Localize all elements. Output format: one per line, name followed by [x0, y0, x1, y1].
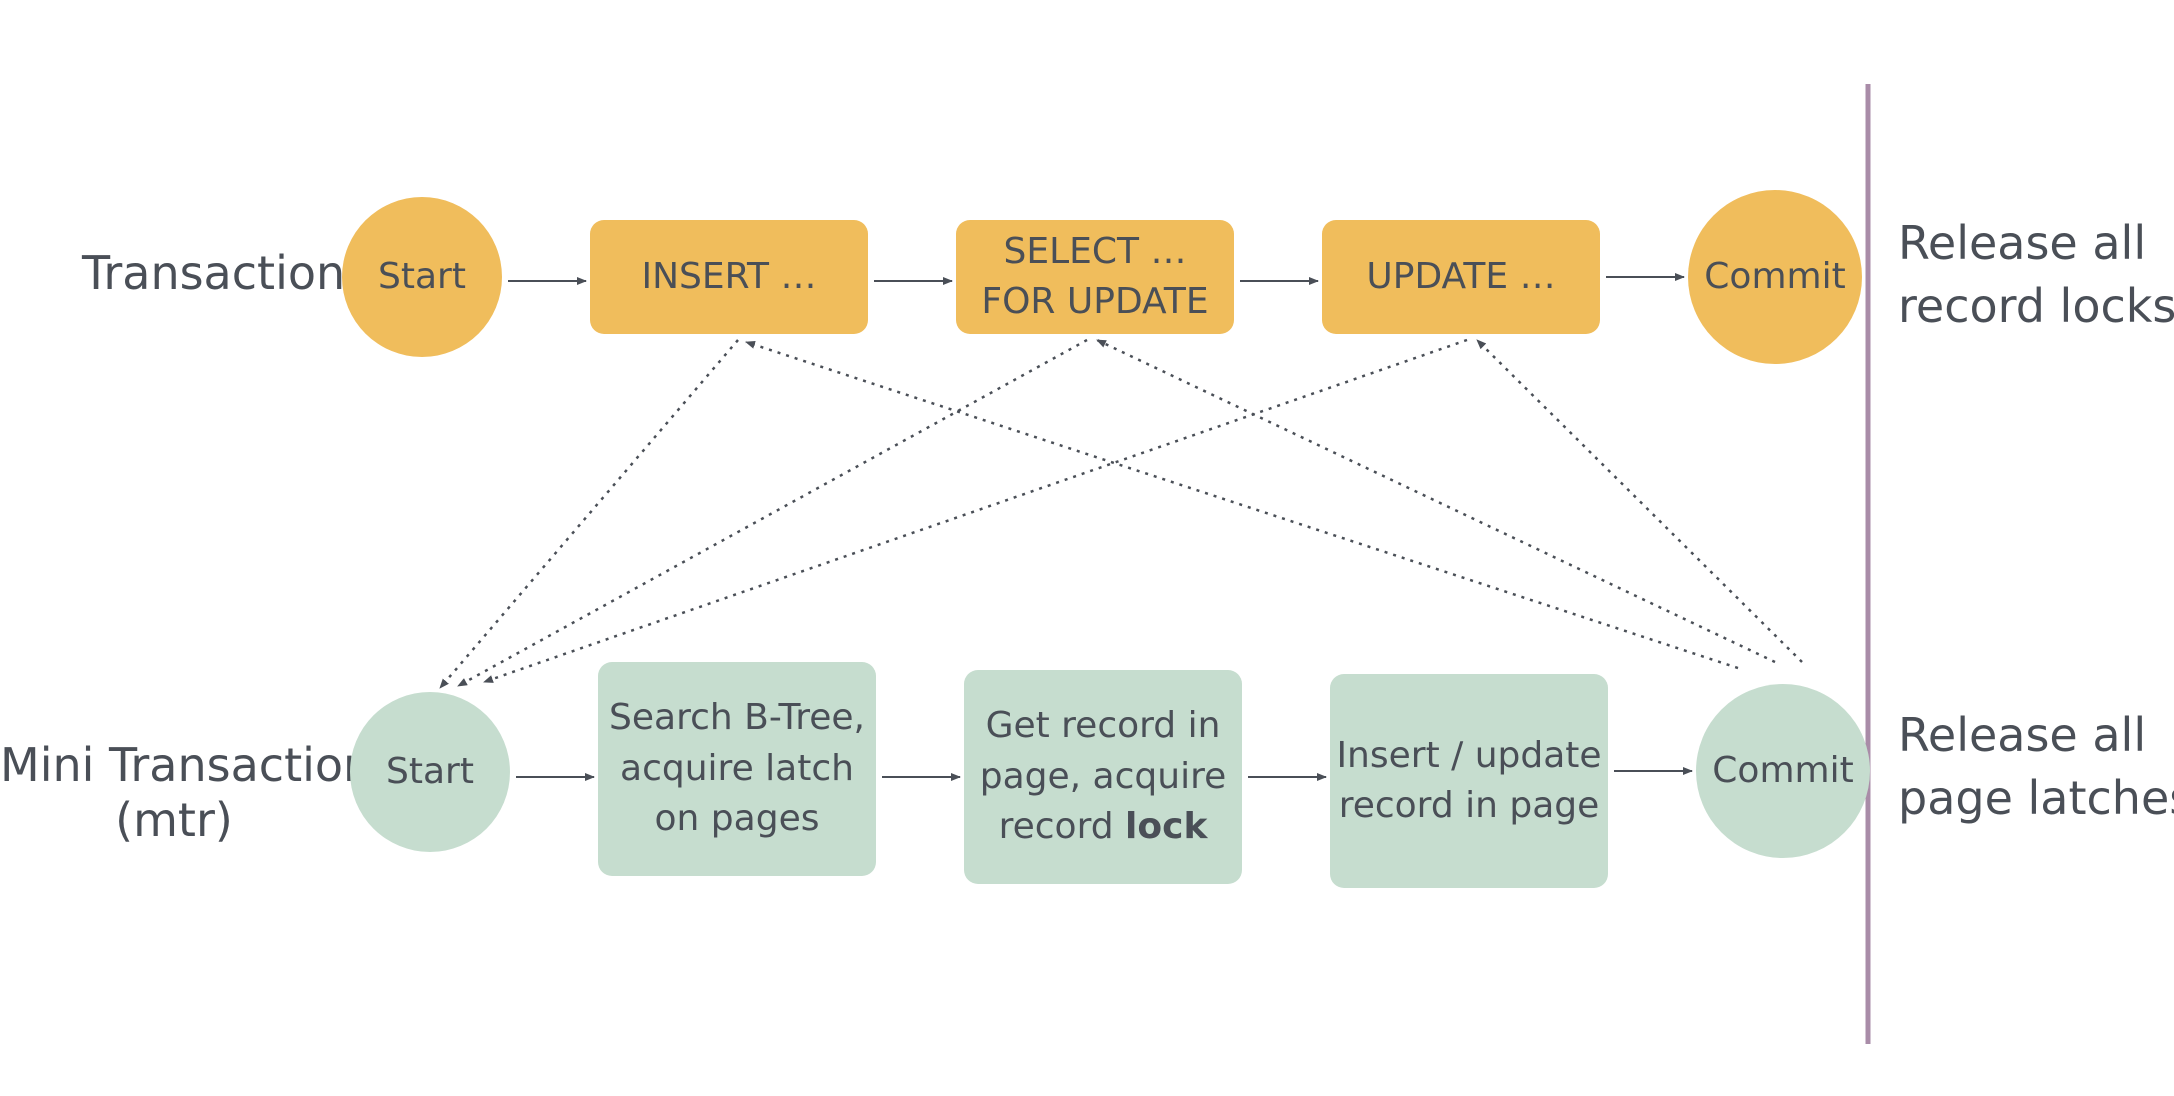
search-btree-node: Search B-Tree, acquire latch on pages — [598, 662, 876, 876]
mtr-commit-label: Commit — [1712, 749, 1854, 791]
get-label-line1: Get record in — [985, 705, 1221, 747]
mtr-commit-node: Commit — [1696, 684, 1870, 858]
transaction-row-label: Transaction: — [82, 246, 361, 300]
update-statement-node: UPDATE … — [1322, 220, 1600, 334]
dotted-arrow-select-to-mtr-start — [457, 338, 1088, 688]
get-label-line3-prefix: record — [998, 806, 1114, 848]
record-locks-note-line2: record locks — [1898, 279, 2174, 334]
insert-update-label-line2: record in page — [1338, 785, 1600, 826]
update-statement-label: UPDATE … — [1366, 255, 1556, 297]
dotted-arrow-insert-to-mtr-start — [439, 339, 739, 689]
dotted-arrow-mtr-commit-to-select — [1096, 338, 1776, 664]
dotted-arrow-update-to-mtr-start — [483, 338, 1468, 684]
dotted-arrow-mtr-commit-to-insert — [745, 340, 1739, 670]
search-label-line1: Search B-Tree, — [609, 697, 865, 739]
mini-transaction-row-label: Mini Transaction: (mtr) — [0, 738, 388, 848]
release-page-latches-note: Release all page latches — [1898, 704, 2174, 830]
dotted-arrow-mtr-commit-to-update — [1476, 339, 1803, 663]
record-locks-note-line1: Release all — [1898, 216, 2147, 270]
insert-statement-node: INSERT … — [590, 220, 868, 334]
get-label-line2: page, acquire — [979, 755, 1227, 797]
search-label-line3: on pages — [654, 798, 820, 840]
get-label-line3: record lock — [999, 802, 1208, 852]
page-latches-note-line1: Release all — [1898, 708, 2147, 762]
search-label-line2: acquire latch — [620, 747, 854, 789]
select-label-line2: FOR UPDATE — [981, 281, 1209, 322]
get-record-node: Get record in page, acquire record lock — [964, 670, 1242, 884]
transaction-commit-label: Commit — [1704, 255, 1846, 297]
insert-statement-label: INSERT … — [641, 255, 817, 297]
mtr-start-node: Start — [350, 692, 510, 852]
mtr-start-label: Start — [386, 750, 474, 792]
mini-transaction-label-line2: (mtr) — [115, 793, 233, 848]
get-label-lock-word: lock — [1125, 806, 1208, 848]
insert-update-record-node: Insert / update record in page — [1330, 674, 1608, 888]
transaction-start-node: Start — [342, 197, 502, 357]
transaction-start-label: Start — [378, 255, 466, 297]
insert-update-label-line1: Insert / update — [1336, 734, 1602, 776]
transaction-commit-node: Commit — [1688, 190, 1862, 364]
mini-transaction-label-line1: Mini Transaction: — [0, 738, 388, 792]
select-for-update-node: SELECT … FOR UPDATE — [956, 220, 1234, 334]
release-record-locks-note: Release all record locks — [1898, 212, 2174, 338]
select-label-line1: SELECT … — [1003, 230, 1187, 272]
page-latches-note-line2: page latches — [1898, 771, 2174, 826]
